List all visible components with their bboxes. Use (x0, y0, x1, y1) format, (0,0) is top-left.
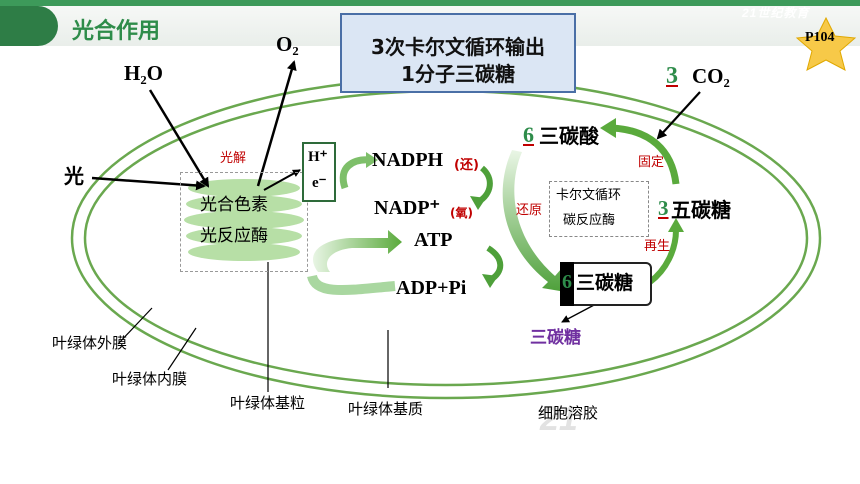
callout-line-1: 3次卡尔文循环输出 (371, 35, 545, 59)
callout-box (340, 13, 576, 93)
grana-label: 叶绿体基粒 (230, 394, 306, 412)
adp-pi-label: ADP+Pi (396, 277, 467, 299)
photolysis-arrow (263, 169, 301, 191)
c3-acid-label: 三碳酸 (539, 124, 599, 148)
stroma-label: 叶绿体基质 (348, 400, 424, 418)
reduction-label: 还原 (516, 203, 543, 218)
nadph-tag: (还) (454, 158, 479, 173)
calvin-cycle-box (549, 181, 649, 237)
output-arrow (561, 303, 597, 323)
proton-electron-box (302, 142, 336, 202)
calvin-cycle-label: 卡尔文循环 (556, 188, 622, 203)
co2-label: CO₂ (692, 64, 730, 88)
fixation-arrow (611, 124, 680, 185)
regeneration-label: 再生 (644, 239, 671, 254)
callout-line-2: 1分子三碳糖 (401, 62, 515, 86)
water-arrow (148, 89, 210, 188)
triose-output-label: 三碳糖 (530, 328, 581, 348)
pigment-label: 光合色素 (200, 195, 268, 215)
nadp-label: NADP⁺ (374, 197, 441, 219)
water-label: H₂O (124, 61, 163, 85)
top-accent-bar (0, 0, 860, 6)
adp-return-arrow (307, 274, 396, 296)
title-tab (0, 6, 58, 46)
svg-text:21: 21 (539, 400, 578, 438)
light-arrow (91, 176, 206, 191)
triose-marker (560, 262, 574, 306)
acid-coefficient: 6 (523, 122, 534, 147)
atp-cycle-arrow (313, 230, 402, 272)
inner-membrane-label: 叶绿体内膜 (112, 370, 188, 388)
oxygen-label: O₂ (276, 32, 299, 56)
c3-sugar-label: 三碳糖 (576, 272, 634, 294)
h-plus-label: H⁺ (308, 149, 328, 165)
oxygen-arrow (256, 60, 297, 187)
dark-enzyme-label: 碳反应酶 (563, 213, 616, 228)
reduction-arrow (502, 150, 566, 292)
co2-coefficient: 3 (666, 63, 678, 89)
nadp-tag: (氧) (450, 206, 473, 220)
light-label: 光 (64, 164, 84, 188)
light-enzyme-label: 光反应酶 (200, 226, 268, 246)
c5-sugar-label: 五碳糖 (671, 198, 731, 222)
cytosol-label: 细胞溶胶 (538, 404, 599, 422)
brand-logo: 21世纪教育 (742, 6, 810, 20)
photolysis-label: 光解 (220, 151, 247, 166)
page-title: 光合作用 (72, 18, 161, 43)
triose-coefficient: 6 (562, 271, 572, 293)
e-minus-label: e⁻ (312, 175, 327, 191)
co2-arrow (656, 91, 701, 140)
regeneration-arrow (648, 229, 679, 285)
triose-box (560, 262, 652, 306)
nadph-label: NADPH (372, 149, 444, 171)
fixation-label: 固定 (638, 155, 665, 170)
outer-membrane-label: 叶绿体外膜 (52, 334, 128, 352)
grana-stack (184, 179, 304, 261)
atp-label: ATP (414, 229, 453, 251)
page-ref-label: P104 (805, 30, 835, 45)
page-ref-star (795, 16, 857, 71)
thylakoid-box (180, 172, 308, 272)
pentose-coefficient: 3 (658, 196, 669, 220)
